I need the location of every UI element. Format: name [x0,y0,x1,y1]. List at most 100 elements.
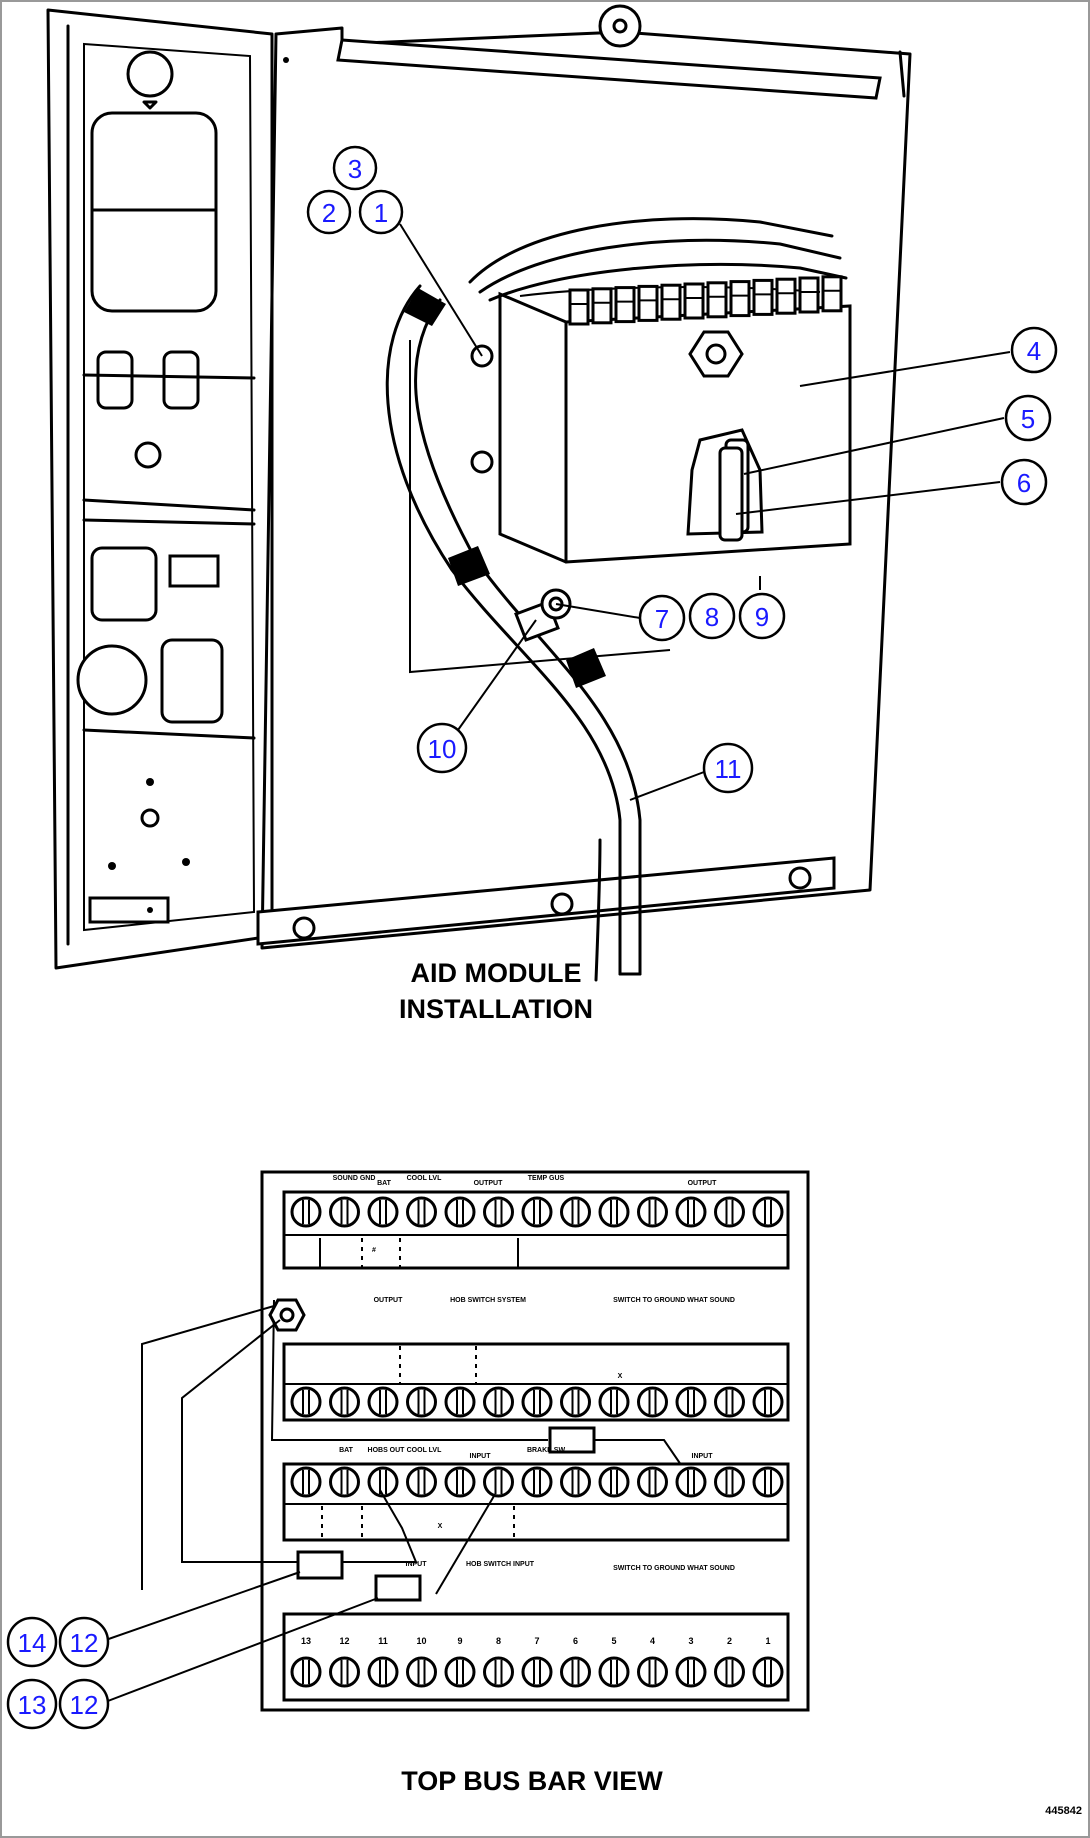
terminal-number: 11 [378,1636,388,1646]
strip-2-screw [675,1386,707,1418]
strip-3-screw [521,1466,553,1498]
terminal-number: 9 [457,1636,462,1646]
top-bus-bar-view: SOUND GND BAT COOL LVL OUTPUT TEMP GUS O… [99,1170,1082,1817]
strip-3-screw [406,1466,437,1498]
callout-bubbles: 3 2 1 4 5 6 7 8 9 10 11 14 12 13 12 [6,145,1058,1730]
svg-text:8: 8 [705,602,719,632]
svg-text:1: 1 [374,198,388,228]
strip-1-screw [290,1196,322,1228]
strip-2-screw [637,1386,668,1418]
bus-label-sound-gnd: SOUND GND [333,1175,376,1182]
mounting-bolt-lower [470,450,494,474]
terminal-strip-3-screws [290,1466,784,1498]
strip-4-screw [367,1656,399,1688]
module-terminal [706,281,728,319]
svg-text:10: 10 [428,734,457,764]
terminal-strip-1-screws [290,1196,784,1228]
callout-10: 10 [416,722,468,774]
ring-terminal-13 [374,1574,422,1602]
bus-label-input-1: INPUT [470,1453,492,1460]
module-terminal-row [568,275,843,326]
module-terminal [637,284,659,322]
strip-2-screw [406,1386,437,1418]
callout-5: 5 [1004,394,1052,442]
bus-label-bat-2: BAT [339,1447,354,1454]
svg-text:12: 12 [70,1690,99,1720]
ring-terminal-14 [296,1550,344,1580]
strip-2-screw [752,1386,784,1418]
connector-left [90,546,158,622]
svg-text:7: 7 [655,604,669,634]
strip-4-screw [483,1656,514,1688]
fuse-6 [718,446,744,542]
strip-3-screw [444,1466,476,1498]
strip-3-screw [598,1466,630,1498]
svg-text:5: 5 [1021,404,1035,434]
terminal-number: 7 [534,1636,539,1646]
strip-3-screw [290,1466,322,1498]
strip-3-screw [329,1466,360,1498]
bus-hash-mark: # [372,1247,376,1254]
bus-label-cool-lvl-2: COOL LVL [407,1447,442,1454]
bus-label-output-3: OUTPUT [374,1297,404,1304]
strip-3-screw [752,1466,784,1498]
strip-2-screw [714,1386,745,1418]
callout-11: 11 [702,742,754,794]
callout-2: 2 [306,189,352,235]
strip-1-screw [521,1196,553,1228]
bus-label-switch-ground-2: SWITCH TO GROUND WHAT SOUND [613,1565,735,1572]
svg-text:6: 6 [1017,468,1031,498]
strip-2-screw [521,1386,553,1418]
strip-4-screw [521,1656,553,1688]
bus-label-switch-ground-1: SWITCH TO GROUND WHAT SOUND [613,1297,735,1304]
module-terminal [821,275,843,313]
terminal-number: 12 [339,1636,349,1646]
strip-1-screw [406,1196,437,1228]
strip-4-screw [637,1656,668,1688]
main-mounting-panel [256,4,912,982]
strip-3-screw [483,1466,514,1498]
strip-3-screw [637,1466,668,1498]
svg-text:13: 13 [18,1690,47,1720]
door-knob [126,50,174,98]
strip-3-screw [675,1466,707,1498]
callout-7: 7 [638,594,686,642]
aid-module [498,291,852,564]
terminal-number: 2 [727,1636,732,1646]
terminal-number: 8 [496,1636,501,1646]
strip-4-screw [406,1656,437,1688]
bus-label-input-2: INPUT [692,1453,714,1460]
svg-text:14: 14 [18,1628,47,1658]
bus-label-hobs-out: HOBS OUT [368,1447,406,1454]
module-terminal [568,288,590,326]
strip-4-screw [675,1656,707,1688]
module-terminal [798,276,820,314]
terminal-strip-4-screws [290,1656,784,1688]
bus-mid-mark-1: X [618,1373,623,1380]
strip-1-screw [367,1196,399,1228]
top-leader-lines [399,223,1011,801]
module-terminal [775,277,797,315]
strip-4-screw [444,1656,476,1688]
strip-2-screw [329,1386,360,1418]
connector-right [160,638,224,724]
bus-label-hob-switch-input: HOB SWITCH INPUT [466,1561,535,1568]
terminal-number: 4 [650,1636,655,1646]
callout-13: 13 [6,1678,58,1730]
strip-1-screw [560,1196,591,1228]
bottom-title: TOP BUS BAR VIEW [401,1766,663,1796]
callout-12-upper: 12 [58,1616,110,1668]
strip-2-screw [367,1386,399,1418]
bus-label-input-3: INPUT [406,1561,428,1568]
cable-loom [385,284,642,982]
strip-2-screw [444,1386,476,1418]
strip-1-screw [444,1196,476,1228]
aid-module-installation-drawing: AID MODULE INSTALLATION [46,4,1011,1024]
svg-text:9: 9 [755,602,769,632]
strip-1-screw [637,1196,668,1228]
callout-8: 8 [688,592,736,640]
